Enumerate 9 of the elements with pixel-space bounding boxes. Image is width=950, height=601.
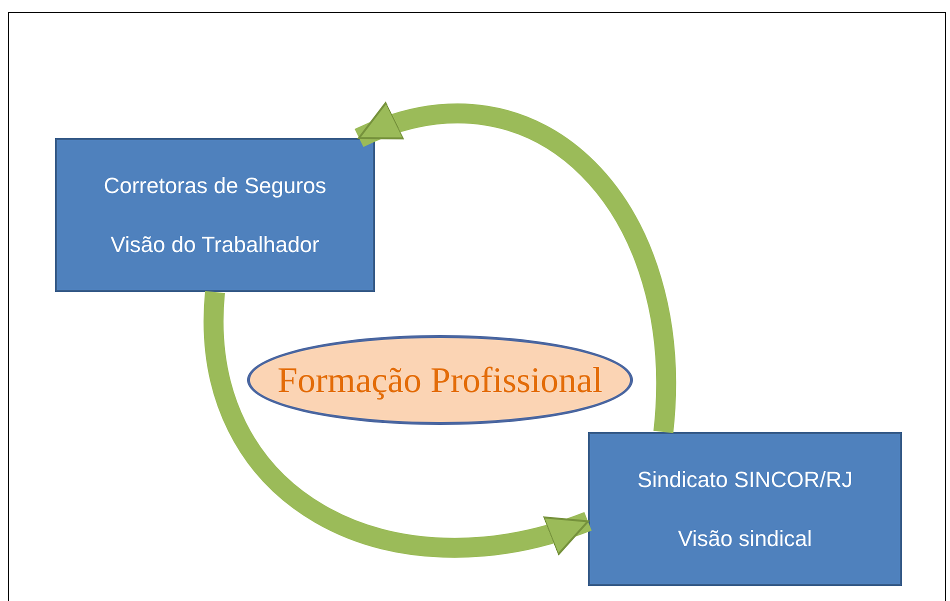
node-title: Formação Profissional <box>278 362 602 398</box>
node-text: Visão sindical <box>678 524 812 552</box>
node-text: Corretoras de Seguros <box>104 172 326 200</box>
curved-arrow <box>355 104 676 432</box>
curved-arrow <box>204 292 592 558</box>
node-text: Sindicato SINCOR/RJ <box>637 466 853 494</box>
node-text: Visão do Trabalhador <box>110 230 320 258</box>
process-box <box>55 138 375 292</box>
process-box <box>588 432 902 586</box>
